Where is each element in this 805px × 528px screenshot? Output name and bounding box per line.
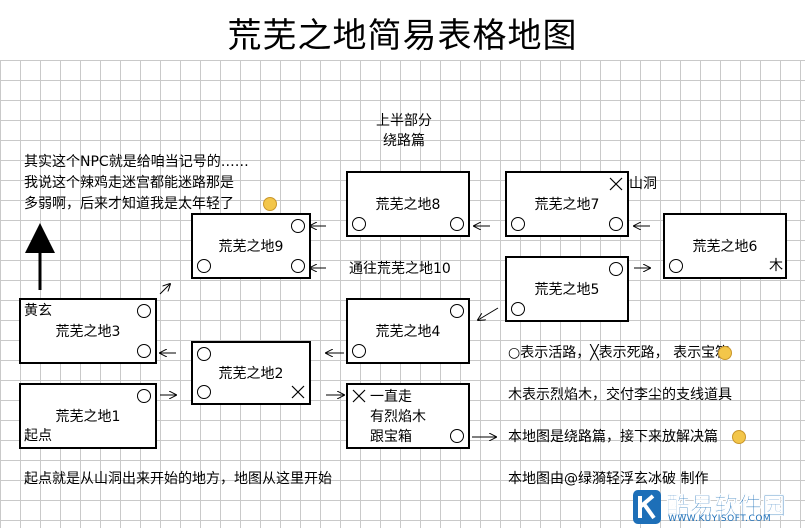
live-path-icon [450,304,464,318]
grid-background [0,60,805,528]
logo-brand-text: 酷易软件园 [666,492,787,521]
corner-label: 黄玄 [24,303,52,319]
route-line-3: 跟宝箱 [370,429,412,445]
live-path-icon [450,217,464,231]
live-path-icon [669,259,683,273]
live-path-icon [352,344,366,358]
start-label: 起点 [24,428,52,444]
map-box-6: 荒芜之地6 木 [663,213,787,279]
map-box-6-label: 荒芜之地6 [692,239,758,255]
footer-credit: 本地图由@绿漪轻浮玄冰破 制作 [508,471,709,487]
live-path-icon [609,217,623,231]
arrow-5-to-4 [478,307,499,320]
logo-k-icon [633,490,661,524]
live-path-icon [137,304,151,318]
legend-line-2: 木表示烈焰木，交付李尘的支线道具 [508,387,732,403]
map-box-4-label: 荒芜之地4 [375,324,441,340]
map-box-7-label: 荒芜之地7 [534,197,600,213]
map-box-3: 荒芜之地3 黄玄 [19,298,157,364]
flame-wood-label: 木 [769,258,783,274]
route-line-2: 有烈焰木 [370,409,426,425]
logo-url-text: WWW.KUYISOFT.COM [668,514,772,524]
live-path-icon [352,217,366,231]
dead-end-icon [291,385,305,399]
smile-emoji-icon [732,430,746,444]
dead-end-icon [352,389,366,403]
note-line-3: 多弱啊，后来才知道我是太年轻了 [24,196,234,212]
footer-left-note: 起点就是从山洞出来开始的地方，地图从这里开始 [24,471,332,487]
cave-label: 山洞 [629,176,657,192]
live-path-icon [137,389,151,403]
route-line-1: 一直走 [370,389,412,405]
note-line-1: 其实这个NPC就是给咱当记号的…… [24,154,249,170]
live-path-icon [291,259,305,273]
map-box-10: 一直走 有烈焰木 跟宝箱 [346,383,470,449]
section-heading-2: 绕路篇 [383,133,425,149]
map-box-5: 荒芜之地5 [505,256,629,322]
live-path-icon [450,429,464,443]
map-box-5-label: 荒芜之地5 [534,282,600,298]
map-box-9-label: 荒芜之地9 [218,239,284,255]
site-watermark-logo: 酷易软件园 WWW.KUYISOFT.COM [632,488,802,526]
legend-line-1: ○表示活路，╳表示死路， 表示宝箱 [508,345,730,361]
map-box-2: 荒芜之地2 [191,341,311,405]
map-box-7: 荒芜之地7 [505,171,629,237]
map-box-1-label: 荒芜之地1 [55,409,121,425]
live-path-icon [197,347,211,361]
live-path-icon [137,344,151,358]
live-path-icon [197,385,211,399]
map-box-9: 荒芜之地9 [191,213,311,279]
live-path-icon [511,302,525,316]
map-box-4: 荒芜之地4 [346,298,470,364]
live-path-icon [609,262,623,276]
arrow-3-to-9 [159,284,170,295]
map-box-2-label: 荒芜之地2 [218,366,284,382]
to-area-10-label: 通往荒芜之地10 [349,261,451,277]
section-heading-1: 上半部分 [376,113,432,129]
map-box-3-label: 荒芜之地3 [55,324,121,340]
map-box-1: 荒芜之地1 起点 [19,383,157,449]
dead-end-icon [609,177,623,191]
live-path-icon [511,217,525,231]
note-line-2: 我说这个辣鸡走迷宫都能迷路那是 [24,175,234,191]
live-path-icon [291,219,305,233]
page-title: 荒芜之地简易表格地图 [227,16,578,56]
smile-emoji-icon [263,197,277,211]
map-box-8-label: 荒芜之地8 [375,197,441,213]
treasure-chest-icon [718,346,732,360]
map-box-8: 荒芜之地8 [346,171,470,237]
legend-line-3: 本地图是绕路篇，接下来放解决篇 [508,429,718,445]
live-path-icon [197,259,211,273]
